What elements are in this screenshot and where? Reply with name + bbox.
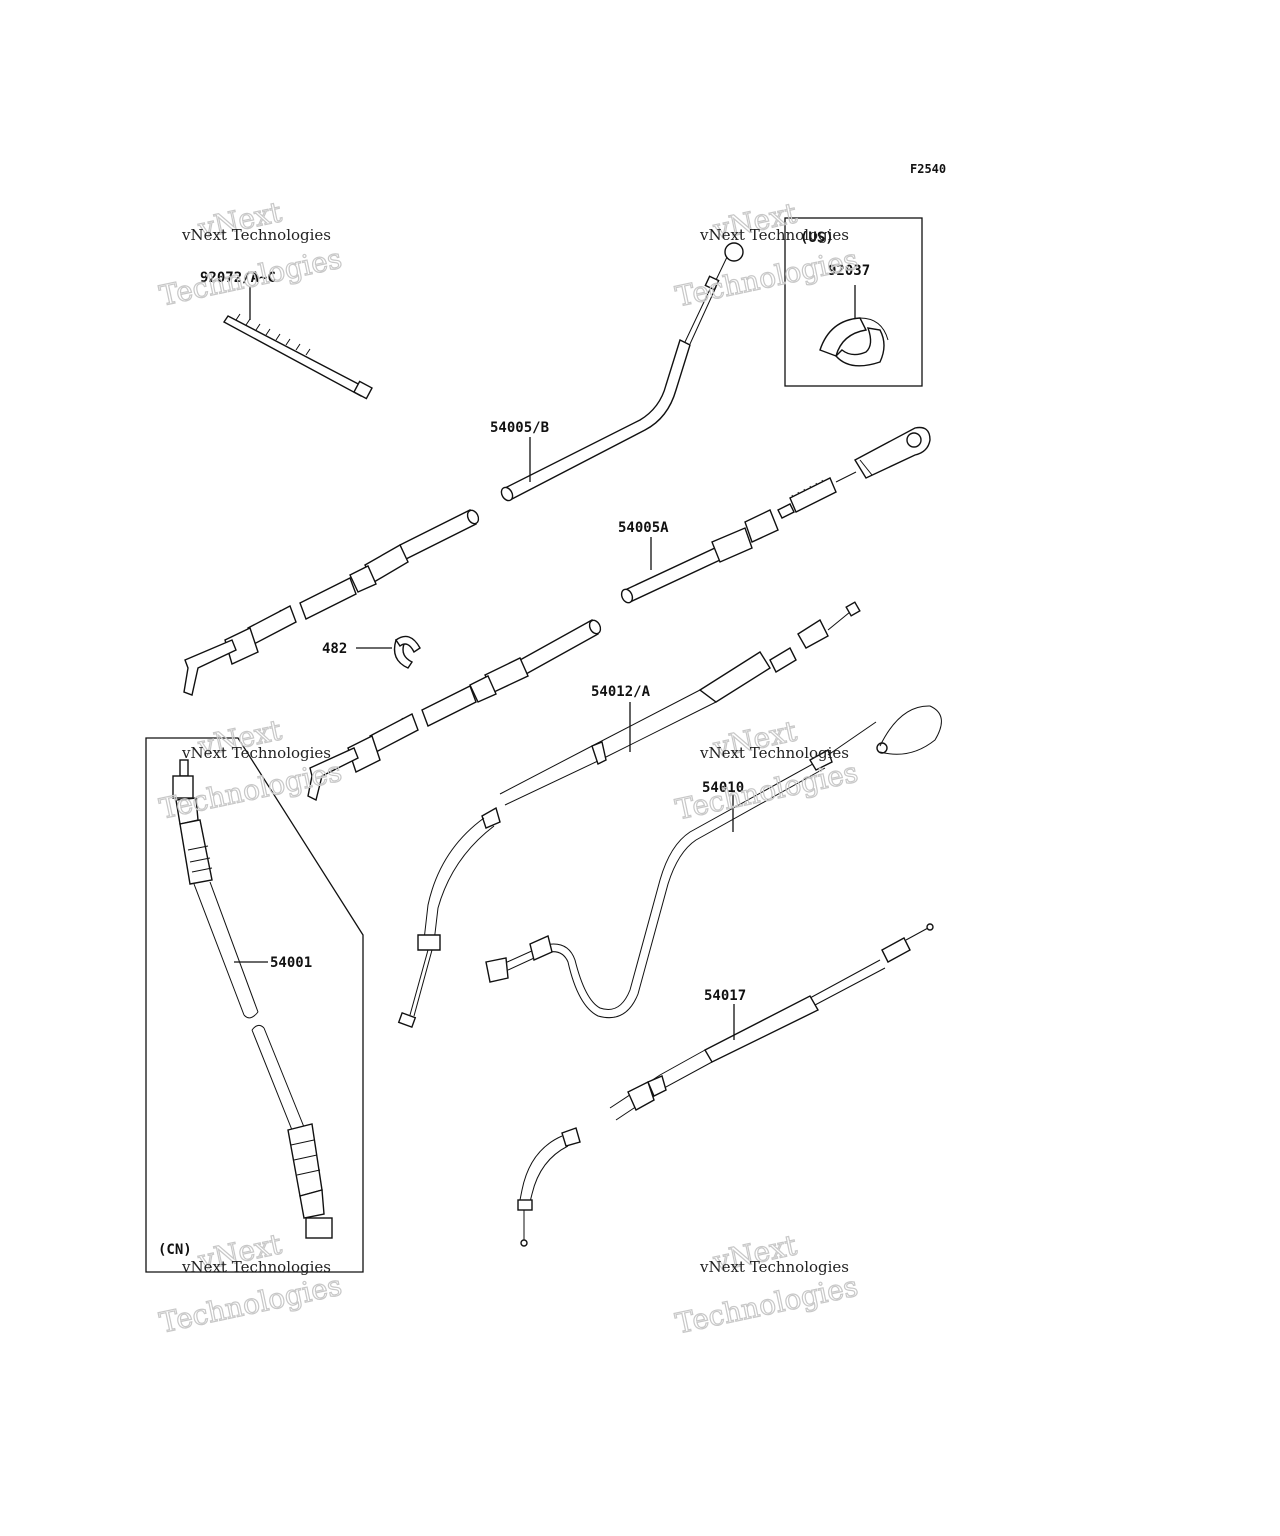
cn-region-box [145, 737, 364, 1273]
us-region-box [784, 217, 923, 387]
callout-cable-b: 54005/B [490, 420, 549, 436]
tie-band-part [222, 313, 373, 400]
callout-tie-band: 92072/A~C [200, 270, 276, 286]
cable-a-part [620, 426, 931, 604]
brake-cable-lower-part [307, 619, 602, 802]
clutch-cable-part [517, 923, 934, 1247]
watermark-small-text: vNext Technologies [181, 1258, 331, 1276]
callout-choke: 54010 [702, 780, 744, 796]
watermark-small-text: vNext Technologies [699, 226, 849, 244]
watermark-bottom-right: vNext vNext Technologies Technologies [672, 1228, 861, 1341]
callout-clutch: 54017 [704, 988, 746, 1004]
clamp-part [819, 317, 889, 367]
callout-clip: 482 [322, 641, 347, 657]
watermark-big-word: Technologies [673, 1270, 861, 1341]
watermark-big-word: Technologies [673, 243, 861, 314]
cable-b-part [500, 242, 744, 502]
watermark-small-text: vNext Technologies [699, 1258, 849, 1276]
speedometer-cable-part [172, 759, 333, 1239]
watermark-small-text: vNext Technologies [181, 226, 331, 244]
watermark-top-right: vNext vNext Technologies Technologies [672, 196, 861, 314]
watermark-small-text: vNext Technologies [181, 744, 331, 762]
callout-clamp: 92037 [828, 263, 870, 279]
us-region-label: (US) [800, 230, 834, 246]
watermark-mid-right: vNext vNext Technologies Technologies [672, 714, 861, 827]
cn-region-label: (CN) [158, 1242, 192, 1258]
figure-code: F2540 [910, 162, 946, 176]
watermark-big-word: Technologies [673, 756, 861, 827]
clip-part [393, 635, 421, 669]
callout-cable-a: 54005A [618, 520, 669, 536]
throttle-cable-part [397, 601, 861, 1028]
callout-throttle: 54012/A [591, 684, 651, 700]
watermark-big-word: Technologies [157, 1269, 345, 1340]
brake-cable-upper-part [183, 509, 480, 696]
watermark-small-text: vNext Technologies [699, 744, 849, 762]
choke-cable-part [485, 705, 942, 1019]
callout-speedo: 54001 [270, 955, 312, 971]
